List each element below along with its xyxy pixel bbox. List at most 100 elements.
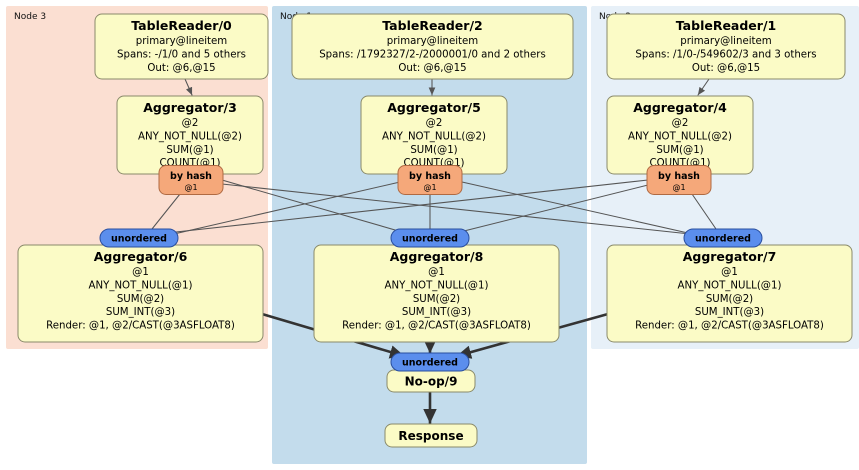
hash-router-hash3[interactable]: by hash@1	[158, 165, 224, 195]
hash-router-column: @1	[184, 183, 197, 192]
box-detail-line: Spans: /1/0-/549602/3 and 3 others	[635, 49, 816, 60]
hash-router-background	[158, 165, 224, 195]
box-title: Aggregator/5	[387, 100, 481, 115]
stream-badge-unord7[interactable]: unordered	[683, 228, 763, 248]
box-background	[94, 13, 269, 80]
box-detail-line: SUM(@2)	[117, 294, 164, 305]
hash-router-label: by hash	[658, 171, 700, 182]
box-title: Aggregator/4	[633, 100, 727, 115]
box-detail-line: ANY_NOT_NULL(@2)	[382, 131, 486, 142]
hash-router-column: @1	[423, 183, 436, 192]
edge-h4-u7	[691, 193, 717, 230]
box-detail-line: ANY_NOT_NULL(@1)	[678, 280, 782, 291]
box-detail-line: COUNT(@1)	[159, 158, 220, 169]
box-detail-line: @1	[428, 267, 445, 278]
box-detail-line: @2	[672, 118, 689, 129]
stream-badge-background	[390, 352, 470, 372]
stream-badge-background	[390, 228, 470, 248]
stream-badge-background	[99, 228, 179, 248]
box-title: Aggregator/6	[94, 249, 188, 264]
hash-router-background	[397, 165, 463, 195]
box-title: Aggregator/8	[390, 249, 484, 264]
box-title: Aggregator/7	[683, 249, 777, 264]
box-background	[606, 13, 846, 80]
box-detail-line: ANY_NOT_NULL(@2)	[628, 131, 732, 142]
box-detail-line: SUM_INT(@3)	[402, 307, 471, 318]
edge-h5-u6	[173, 181, 401, 235]
hash-router-label: by hash	[170, 171, 212, 182]
box-detail-line: Render: @1, @2/CAST(@3ASFLOAT8)	[46, 321, 235, 332]
box-detail-line: Spans: /1792327/2-/2000001/0 and 2 other…	[319, 49, 546, 60]
box-detail-line: Out: @6,@15	[398, 63, 466, 74]
node-panel-label: Node 3	[14, 12, 46, 22]
box-title: TableReader/1	[676, 18, 776, 33]
box-detail-line: SUM(@1)	[166, 145, 213, 156]
box-detail-line: Out: @6,@15	[692, 63, 760, 74]
box-detail-line: primary@lineitem	[387, 36, 479, 47]
stream-badge-label: unordered	[111, 234, 167, 245]
edge-h5-u7	[461, 181, 689, 234]
edge-tr1-agg4	[697, 78, 710, 96]
stream-badge-label: unordered	[402, 234, 458, 245]
processor-box-noop9[interactable]: No-op/9	[386, 369, 476, 393]
edge-h4-u8	[459, 184, 649, 233]
box-detail-line: SUM(@1)	[656, 145, 703, 156]
box-detail-line: SUM(@2)	[706, 294, 753, 305]
box-detail-line: ANY_NOT_NULL(@1)	[385, 280, 489, 291]
stream-badge-background	[683, 228, 763, 248]
hash-routers-layer: by hash@1by hash@1by hash@1	[158, 165, 712, 195]
hash-router-hash5[interactable]: by hash@1	[397, 165, 463, 195]
box-detail-line: SUM(@1)	[410, 145, 457, 156]
box-detail-line: Out: @6,@15	[147, 63, 215, 74]
box-detail-line: ANY_NOT_NULL(@2)	[138, 131, 242, 142]
edge-h3-u8	[221, 179, 403, 233]
edges-layer	[151, 78, 717, 425]
edge-h4-u6	[175, 179, 649, 233]
stream-badge-label: unordered	[695, 234, 751, 245]
box-detail-line: Render: @1, @2/CAST(@3ASFLOAT8)	[635, 321, 824, 332]
stream-badge-unord6[interactable]: unordered	[99, 228, 179, 248]
hash-router-label: by hash	[409, 171, 451, 182]
box-detail-line: COUNT(@1)	[403, 158, 464, 169]
stream-badge-unord8[interactable]: unordered	[390, 228, 470, 248]
stream-badge-unord9[interactable]: unordered	[390, 352, 470, 372]
box-detail-line: ANY_NOT_NULL(@1)	[89, 280, 193, 291]
box-title: TableReader/0	[131, 18, 232, 33]
edge-h3-u7	[221, 183, 691, 235]
box-title: Response	[398, 429, 463, 443]
hash-router-hash4[interactable]: by hash@1	[646, 165, 712, 195]
box-detail-line: @1	[132, 267, 149, 278]
box-detail-line: primary@lineitem	[136, 36, 228, 47]
processor-box-response[interactable]: Response	[384, 423, 478, 448]
box-background	[291, 13, 574, 80]
box-background	[384, 423, 478, 448]
box-detail-line: SUM_INT(@3)	[106, 307, 175, 318]
box-detail-line: @1	[721, 267, 738, 278]
edge-h3-u6	[151, 193, 181, 230]
box-detail-line: @2	[182, 118, 199, 129]
stream-badge-label: unordered	[402, 358, 458, 369]
hash-router-background	[646, 165, 712, 195]
box-title: TableReader/2	[382, 18, 482, 33]
stream-badges-layer: unordered unordered unordered unordered	[99, 228, 763, 372]
box-detail-line: Render: @1, @2/CAST(@3ASFLOAT8)	[342, 321, 531, 332]
box-detail-line: SUM(@2)	[413, 294, 460, 305]
box-detail-line: SUM_INT(@3)	[695, 307, 764, 318]
box-detail-line: @2	[426, 118, 443, 129]
hash-router-column: @1	[672, 183, 685, 192]
box-detail-line: primary@lineitem	[680, 36, 772, 47]
box-detail-line: COUNT(@1)	[649, 158, 710, 169]
box-title: Aggregator/3	[143, 100, 237, 115]
